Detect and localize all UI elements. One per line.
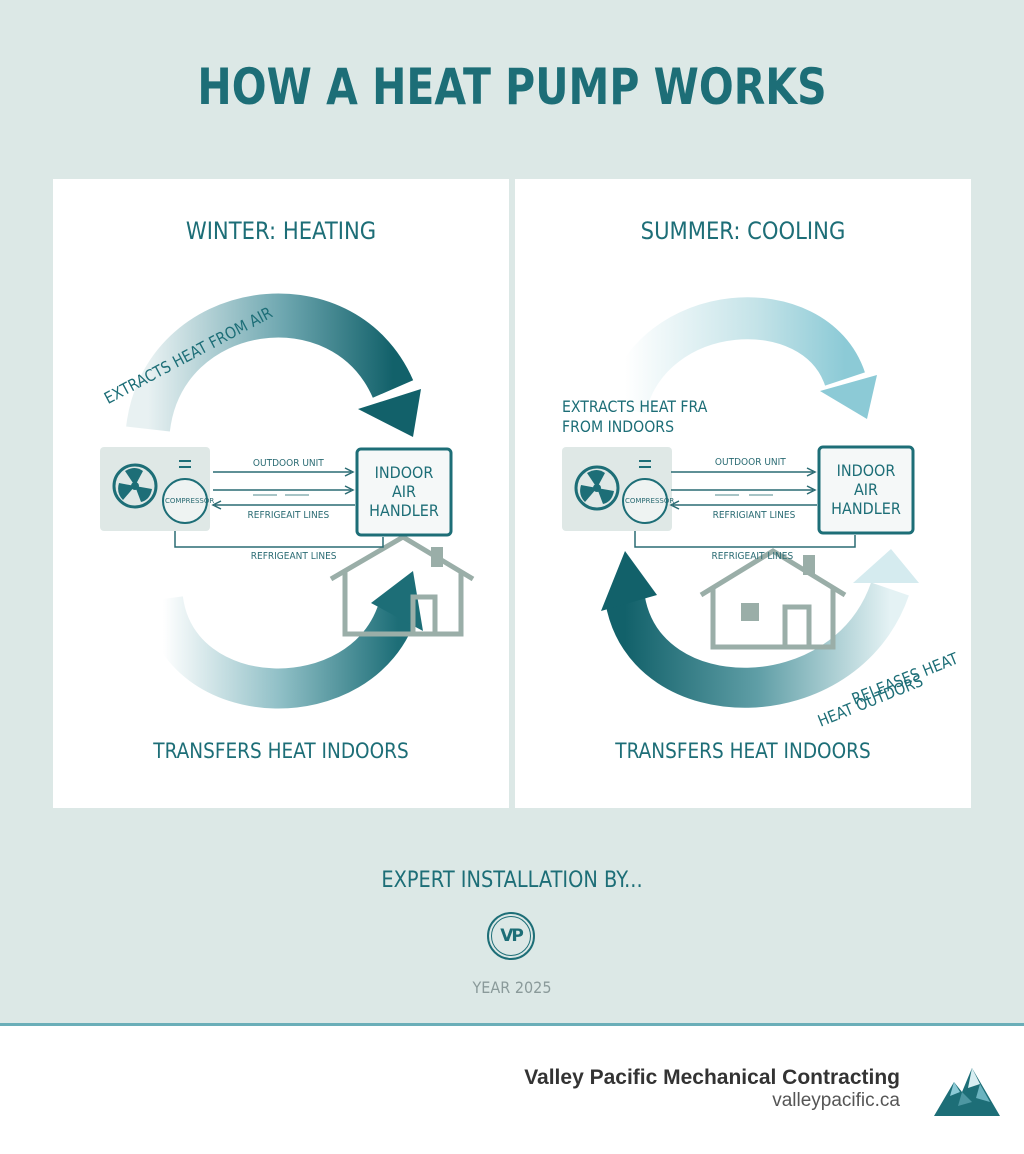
vp-logo: VP (487, 912, 535, 960)
summer-cooling-panel: SUMMER: COOLING EXTRACTS HEAT FRA FROM I… (515, 179, 971, 808)
winter-bottom-label: TRANSFERS HEAT INDOORS (153, 739, 409, 763)
winter-heating-panel: WINTER: HEATING EXTRACTS HEAT FROM AIR I… (53, 179, 509, 808)
compressor-icon (162, 478, 208, 524)
company-name: Valley Pacific Mechanical Contracting (524, 1066, 900, 1089)
mountain-logo-icon (934, 1068, 1000, 1116)
indoor-air-handler (355, 447, 453, 537)
footer-divider (0, 1023, 1024, 1026)
expert-installation-label: EXPERT INSTALLATION BY... (381, 868, 643, 893)
summer-top-arrow (604, 297, 865, 415)
year-label: YEAR 2025 (472, 978, 552, 997)
footer: Valley Pacific Mechanical Contracting va… (0, 1026, 1024, 1154)
indoor-air-handler (817, 445, 915, 535)
winter-bottom-arrowhead (371, 571, 423, 631)
vp-logo-text: VP (491, 916, 531, 956)
summer-right-arrowhead (853, 549, 919, 583)
summer-refrigerant-label-1: REFRIGIANT LINES (712, 510, 796, 521)
summer-title: SUMMER: COOLING (640, 217, 846, 245)
winter-top-arrowhead (358, 389, 421, 437)
winter-title: WINTER: HEATING (185, 217, 377, 245)
house-icon (699, 548, 847, 650)
winter-top-arrow (126, 293, 414, 433)
winter-indoor-air-handler-text: INDOOR AIR HANDLER (369, 463, 439, 520)
fan-icon (574, 465, 620, 511)
company-url[interactable]: valleypacific.ca (772, 1090, 900, 1111)
summer-top-arrowhead (820, 375, 877, 419)
summer-extracts-label-1: EXTRACTS HEAT FRA (562, 397, 708, 416)
house-icon (329, 534, 475, 637)
winter-outdoor-unit-label: OUTDOOR UNIT (252, 458, 324, 469)
summer-diagram (562, 297, 919, 708)
summer-indoor-air-handler-text: INDOOR AIR HANDLER (831, 461, 901, 518)
fan-icon (112, 463, 158, 509)
winter-compressor-label: COMPRESSOR (165, 497, 215, 505)
winter-refrigerant-label-1: REFRIGEAIT LINES (247, 510, 330, 521)
winter-refrigerant-label-2: REFRIGEANT LINES (250, 551, 337, 562)
refrigerant-lines (634, 467, 856, 548)
page-title: HOW A HEAT PUMP WORKS (197, 58, 827, 116)
summer-refrigerant-label-2: REFRIGEAIT LINES (711, 551, 794, 562)
summer-compressor-label: COMPRESSOR (625, 497, 675, 505)
summer-bottom-label: TRANSFERS HEAT INDOORS (615, 739, 871, 763)
summer-outdoor-unit-label: OUTDOOR UNIT (714, 457, 786, 468)
compressor-icon (622, 478, 668, 524)
summer-left-arrowhead (601, 551, 657, 611)
winter-diagram (100, 293, 475, 709)
refrigerant-lines (174, 467, 384, 548)
winter-bottom-arrow (143, 595, 418, 709)
summer-extracts-label-2: FROM INDOORS (562, 417, 675, 436)
summer-bottom-arrow (605, 581, 909, 708)
